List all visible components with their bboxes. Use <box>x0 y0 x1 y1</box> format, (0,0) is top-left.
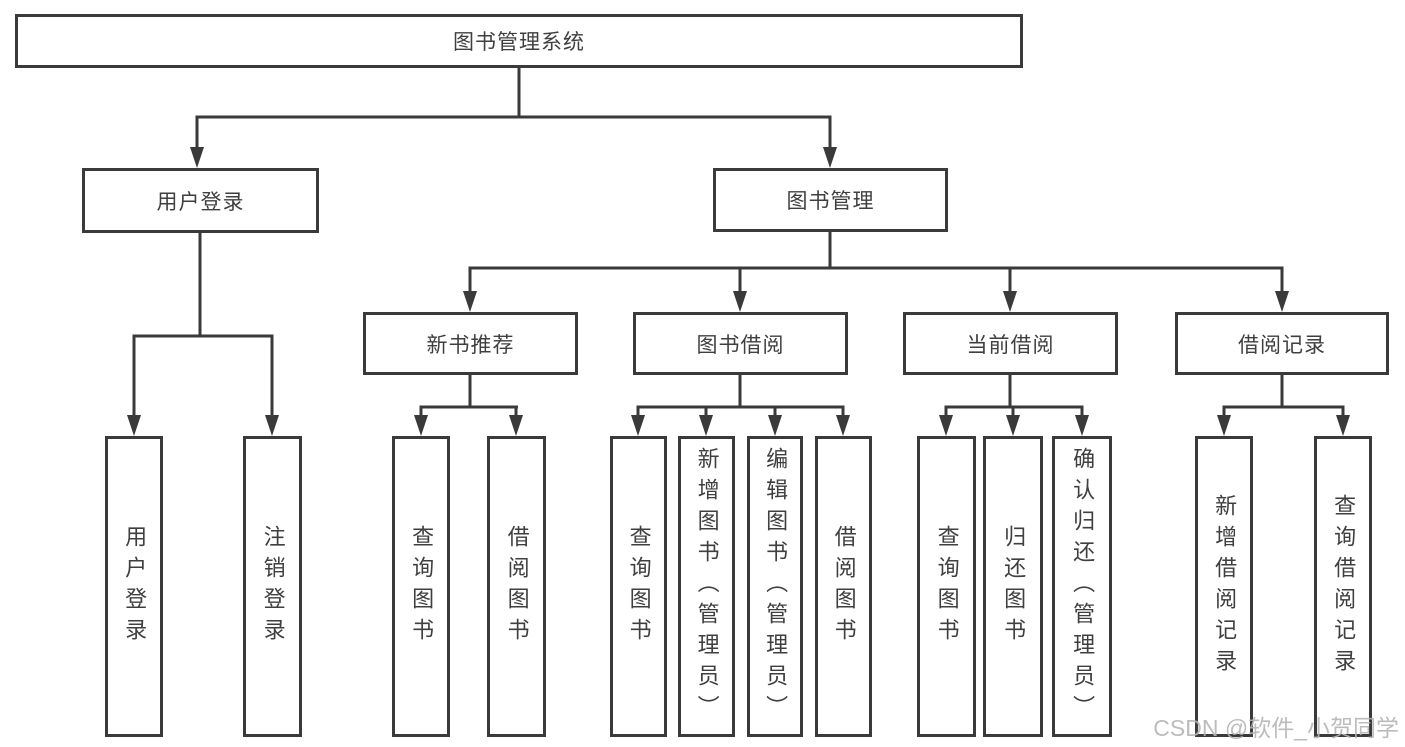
leaf-add-book-admin-label: 新增图书（管理员） <box>694 447 720 726</box>
leaf-user-login-label: 用户登录 <box>122 524 148 649</box>
connector-book-management-children <box>463 232 1289 312</box>
leaf-add-book-admin: 新增图书（管理员） <box>678 436 735 737</box>
node-user-login: 用户登录 <box>82 168 319 233</box>
node-new-book-recommend: 新书推荐 <box>363 312 578 375</box>
leaf-user-login: 用户登录 <box>105 436 163 737</box>
leaf-borrow-books-recommend-label: 借阅图书 <box>504 524 530 649</box>
connector-root-to-level2 <box>190 68 837 168</box>
leaf-query-borrow-record-label: 查询借阅记录 <box>1331 493 1357 680</box>
node-book-borrow-label: 图书借阅 <box>696 333 785 357</box>
leaf-add-borrow-record: 新增借阅记录 <box>1195 436 1253 737</box>
leaf-borrow-books: 借阅图书 <box>815 436 872 737</box>
node-root: 图书管理系统 <box>15 14 1023 68</box>
leaf-borrow-books-label: 借阅图书 <box>831 524 857 649</box>
leaf-edit-book-admin: 编辑图书（管理员） <box>747 436 803 737</box>
connector-new-book-recommend-children <box>414 375 523 436</box>
leaf-confirm-return-admin-label: 确认归还（管理员） <box>1070 447 1096 726</box>
connector-book-borrow-children <box>631 375 850 436</box>
node-user-login-label: 用户登录 <box>156 190 245 214</box>
leaf-borrow-books-recommend: 借阅图书 <box>487 436 546 737</box>
leaf-query-books-recommend: 查询图书 <box>392 436 450 737</box>
node-current-borrow: 当前借阅 <box>903 312 1118 375</box>
leaf-add-borrow-record-label: 新增借阅记录 <box>1212 493 1238 680</box>
node-current-borrow-label: 当前借阅 <box>966 333 1055 357</box>
connector-current-borrow-children <box>939 375 1089 436</box>
leaf-query-books-borrow-label: 查询图书 <box>626 524 652 649</box>
leaf-confirm-return-admin: 确认归还（管理员） <box>1052 436 1112 737</box>
node-book-borrow: 图书借阅 <box>633 312 848 375</box>
node-borrow-records-label: 借阅记录 <box>1238 333 1326 357</box>
leaf-query-books-current-label: 查询图书 <box>934 524 960 649</box>
node-borrow-records: 借阅记录 <box>1175 312 1389 375</box>
node-book-management: 图书管理 <box>713 168 948 232</box>
csdn-watermark: CSDN @软件_小贺同学 <box>1153 715 1399 741</box>
node-book-management-label: 图书管理 <box>786 190 875 213</box>
leaf-query-borrow-record: 查询借阅记录 <box>1314 436 1372 737</box>
connector-borrow-records-children <box>1217 375 1350 436</box>
leaf-query-books-borrow: 查询图书 <box>610 436 667 737</box>
leaf-return-books: 归还图书 <box>983 436 1043 737</box>
node-root-label: 图书管理系统 <box>453 31 585 54</box>
leaf-return-books-label: 归还图书 <box>1001 524 1027 649</box>
connector-user-login-children <box>127 233 279 436</box>
leaf-query-books-recommend-label: 查询图书 <box>409 524 435 649</box>
leaf-edit-book-admin-label: 编辑图书（管理员） <box>763 447 789 726</box>
node-new-book-recommend-label: 新书推荐 <box>426 333 515 357</box>
leaf-logout-label: 注销登录 <box>260 524 286 649</box>
leaf-query-books-current: 查询图书 <box>917 436 976 737</box>
leaf-logout: 注销登录 <box>243 436 302 737</box>
